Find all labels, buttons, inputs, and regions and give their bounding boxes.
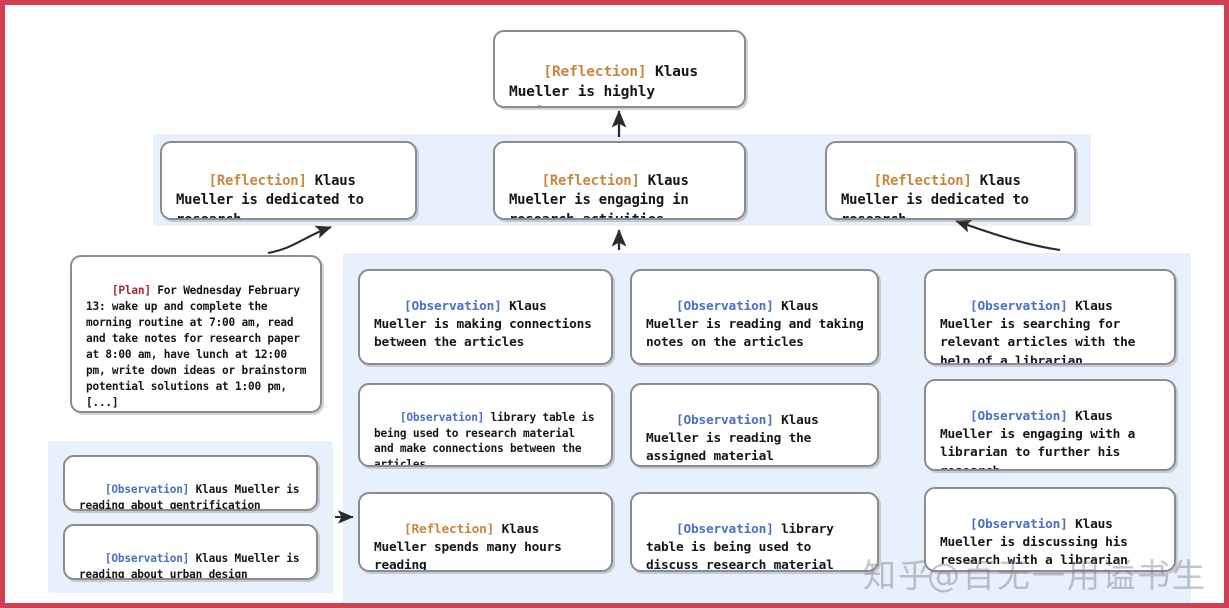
node-col2-observation-2[interactable]: [Observation] Klaus Mueller is reading t…: [630, 383, 879, 467]
tag-reflection: [Reflection]: [208, 172, 307, 189]
node-col3-observation-3[interactable]: [Observation] Klaus Mueller is discussin…: [924, 487, 1176, 572]
tag-reflection: [Reflection]: [543, 62, 647, 80]
node-col2-observation-3[interactable]: [Observation] library table is being use…: [630, 492, 879, 572]
node-text: Klaus Mueller is reading about urban des…: [79, 551, 306, 580]
tag-observation: [Observation]: [676, 299, 774, 315]
node-text: Klaus Mueller is highly dedicated to res…: [509, 62, 698, 106]
node-plan[interactable]: [Plan] For Wednesday February 13: wake u…: [70, 255, 322, 413]
node-text: Klaus Mueller is engaging with a librari…: [940, 409, 1136, 469]
node-text: For Wednesday February 13: wake up and c…: [86, 283, 313, 409]
node-text: Klaus Mueller is reading the assigned ma…: [646, 413, 827, 465]
node-text: Klaus Mueller is discussing his research…: [940, 517, 1136, 569]
tag-reflection: [Reflection]: [873, 172, 972, 189]
node-col3-observation-1[interactable]: [Observation] Klaus Mueller is searching…: [924, 269, 1176, 365]
node-reflection-1[interactable]: [Reflection] Klaus Mueller is dedicated …: [160, 141, 417, 220]
arrow-plan-to-left-reflection: [267, 225, 332, 255]
tag-reflection: [Reflection]: [541, 172, 640, 189]
node-col1-observation-1[interactable]: [Observation] Klaus Mueller is making co…: [358, 269, 613, 365]
node-text: Klaus Mueller is reading and taking note…: [646, 299, 872, 351]
tag-observation: [Observation]: [104, 482, 190, 496]
node-text: Klaus Mueller is making connections betw…: [374, 299, 600, 351]
node-text: Klaus Mueller spends many hours reading: [374, 522, 570, 572]
node-left-observation-1[interactable]: [Observation] Klaus Mueller is reading a…: [63, 455, 318, 511]
node-left-observation-2[interactable]: [Observation] Klaus Mueller is reading a…: [63, 524, 318, 580]
node-text: Klaus Mueller is dedicated to research: [176, 172, 364, 218]
tag-observation: [Observation]: [404, 299, 502, 315]
node-col3-observation-2[interactable]: [Observation] Klaus Mueller is engaging …: [924, 379, 1176, 471]
tag-observation: [Observation]: [970, 299, 1068, 315]
tag-observation: [Observation]: [104, 551, 190, 565]
tag-plan: [Plan]: [111, 283, 151, 297]
node-reflection-2[interactable]: [Reflection] Klaus Mueller is engaging i…: [493, 141, 746, 220]
node-text: library table is being used to research …: [374, 410, 601, 467]
node-reflection-3[interactable]: [Reflection] Klaus Mueller is dedicated …: [825, 141, 1076, 220]
node-col1-observation-2[interactable]: [Observation] library table is being use…: [358, 383, 613, 467]
node-text: Klaus Mueller is searching for relevant …: [940, 299, 1143, 365]
node-col2-observation-1[interactable]: [Observation] Klaus Mueller is reading a…: [630, 269, 879, 365]
tag-observation: [Observation]: [676, 522, 774, 538]
tag-observation: [Observation]: [970, 409, 1068, 425]
node-text: Klaus Mueller is dedicated to research: [841, 172, 1029, 218]
tag-observation: [Observation]: [970, 517, 1068, 533]
node-root-reflection[interactable]: [Reflection] Klaus Mueller is highly ded…: [493, 30, 746, 108]
tag-reflection: [Reflection]: [404, 522, 495, 538]
node-text: library table is being used to discuss r…: [646, 522, 842, 572]
node-col1-reflection[interactable]: [Reflection] Klaus Mueller spends many h…: [358, 492, 613, 572]
node-text: Klaus Mueller is engaging in research ac…: [509, 172, 689, 218]
tag-observation: [Observation]: [676, 413, 774, 429]
node-text: Klaus Mueller is reading about gentrific…: [79, 482, 306, 511]
tag-observation: [Observation]: [399, 410, 485, 424]
